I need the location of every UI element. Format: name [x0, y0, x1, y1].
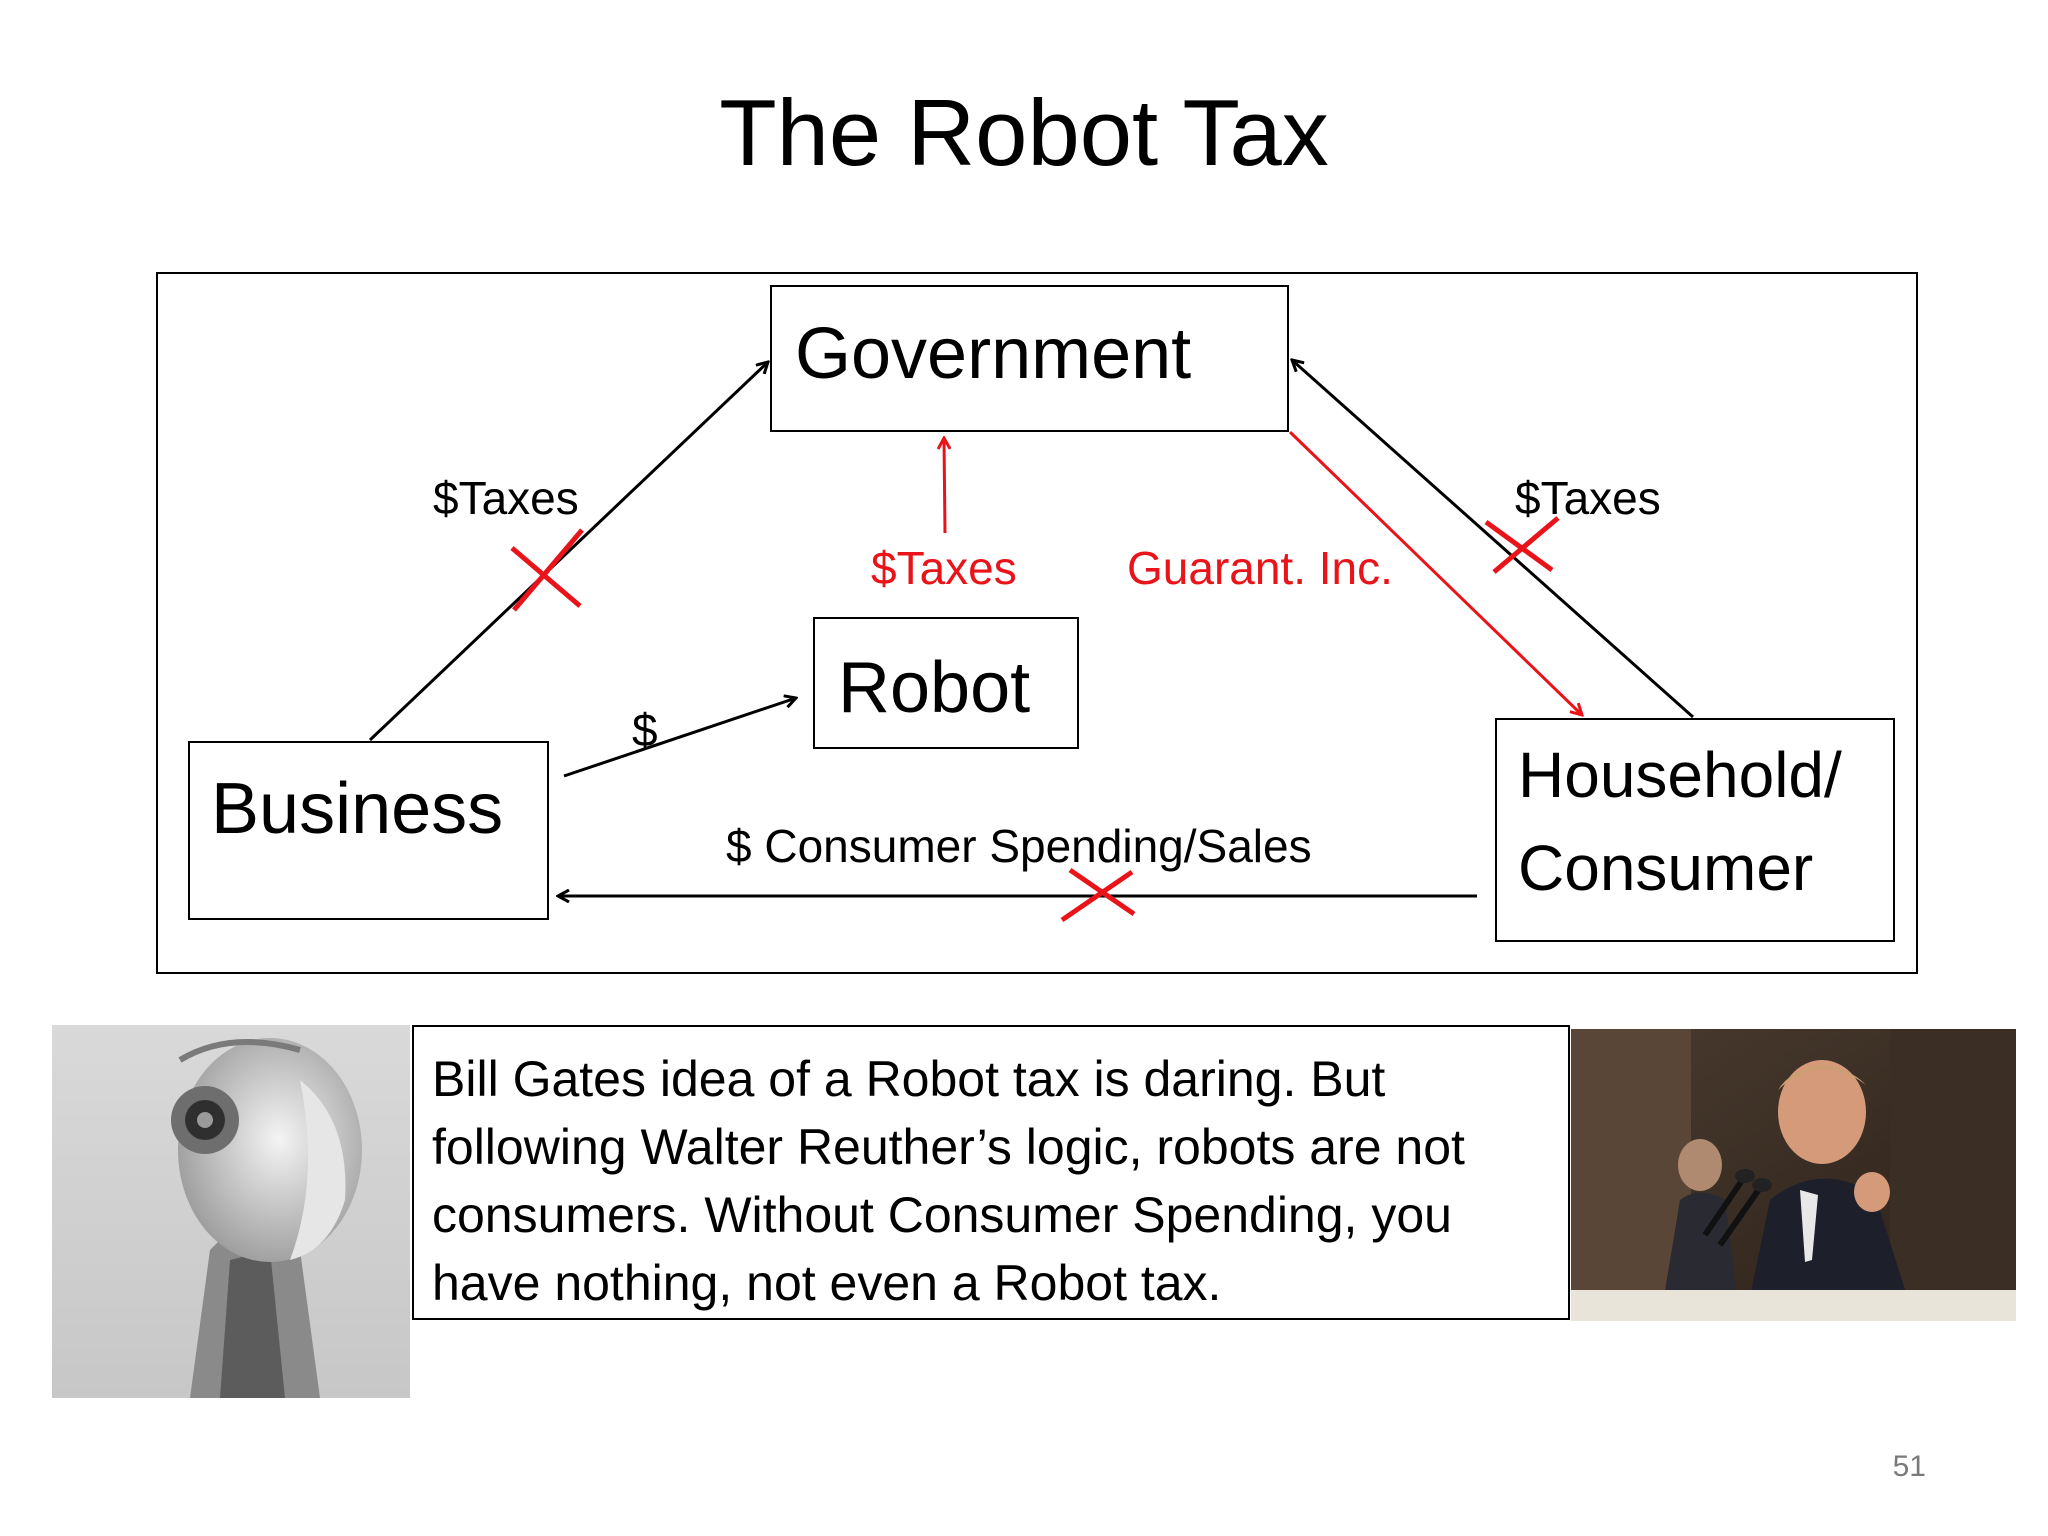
cross-mark-business-taxes: [510, 528, 584, 612]
household-box: [1495, 718, 1895, 942]
household-label-line2: Consumer: [1518, 832, 1814, 904]
caption-box: Bill Gates idea of a Robot tax is daring…: [412, 1025, 1570, 1320]
business-taxes-label: $Taxes: [433, 472, 579, 524]
robot-box: [813, 617, 1079, 749]
robot-head-photo: [52, 1025, 410, 1398]
page-number: 51: [1892, 1450, 1926, 1483]
government-box: [770, 285, 1289, 432]
business-label: Business: [211, 769, 504, 849]
business-robot-dollar-label: $: [632, 704, 658, 756]
slide-title: The Robot Tax: [719, 80, 1329, 185]
guaranteed-income-label: Guarant. Inc.: [1127, 542, 1393, 594]
government-label: Government: [795, 314, 1192, 394]
robot-label: Robot: [838, 648, 1031, 728]
cross-mark-consumer-spending: [1060, 867, 1136, 923]
cross-mark-household-taxes: [1484, 516, 1560, 574]
government-to-household-arrow: [1288, 430, 1582, 715]
business-to-government-arrow: [368, 362, 768, 742]
household-label-line1: Household/: [1518, 739, 1842, 811]
business-to-robot-arrow: [563, 698, 796, 778]
business-box: [188, 741, 549, 920]
robot-to-government-arrow: [944, 438, 945, 534]
consumer-spending-label: $ Consumer Spending/Sales: [726, 820, 1312, 872]
diagram-frame: [156, 272, 1918, 974]
household-to-government-arrow: [1292, 360, 1694, 719]
caption-text: Bill Gates idea of a Robot tax is daring…: [432, 1051, 1465, 1311]
household-taxes-label: $Taxes: [1515, 472, 1661, 524]
walter-reuther-photo: [1571, 1029, 2016, 1321]
robot-taxes-label: $Taxes: [871, 542, 1017, 594]
